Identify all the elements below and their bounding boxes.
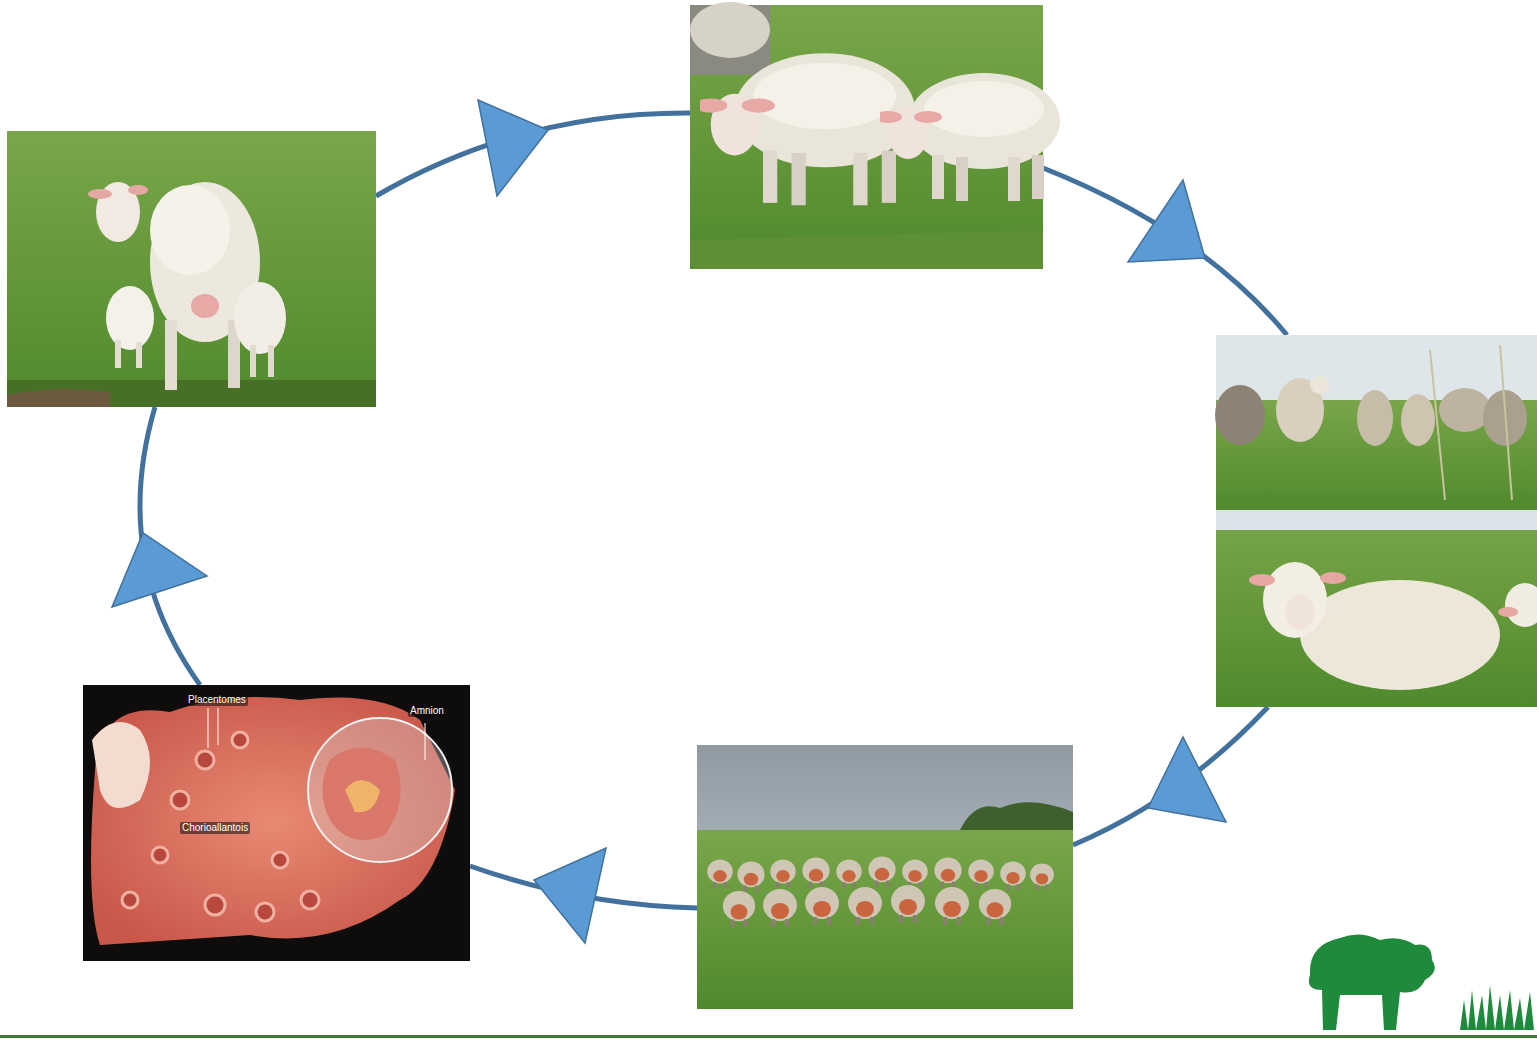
- grazing-lambs-photo: [690, 2, 1060, 269]
- marked-flock-photo-part: [902, 860, 928, 889]
- sheep-standing-photo-part: [1263, 562, 1327, 638]
- sheep-standing-photo-part: [1300, 580, 1500, 690]
- flock-grazing-photo-part: [1216, 335, 1537, 510]
- part-label: Placentomes: [186, 694, 248, 706]
- ewe-lambs-photo-part: [191, 294, 219, 318]
- sheep-logo-part: [1460, 985, 1534, 1030]
- sheep-standing-photo-part: [1286, 594, 1314, 630]
- cycle-arc: [1073, 707, 1268, 845]
- marked-flock-photo-part: [848, 887, 882, 925]
- leader-lines-part: [425, 723, 426, 760]
- flock-grazing-photo-part: [1401, 394, 1435, 446]
- placenta-photo-part-part: [122, 892, 138, 908]
- marked-flock-photo-part: [1030, 863, 1054, 890]
- flock-grazing-photo-part: [1310, 376, 1330, 394]
- placenta-photo-part-part: [301, 891, 319, 909]
- marked-flock-photo-part: [697, 745, 1073, 1009]
- ewe-lambs-photo-part: [88, 189, 112, 199]
- flock-grazing-photo-part: [1215, 385, 1265, 445]
- marked-flock-photo-part: [763, 889, 797, 927]
- placenta-photo-part-part: [232, 732, 248, 748]
- ewe-lambs-photo-part: [7, 131, 376, 407]
- ewe-lambs-photo-part: [115, 340, 121, 368]
- sheep-standing-photo-part: [1249, 574, 1275, 586]
- footer-rule: [0, 1035, 1537, 1038]
- sheep-standing-photo-part: [1498, 607, 1518, 617]
- arrow-head: [112, 533, 207, 607]
- placenta-photo-part: [91, 697, 455, 945]
- placenta-photo-part: [83, 685, 470, 961]
- flock-grazing-photo-part: [1430, 345, 1512, 500]
- grazing-lambs-photo-part: [690, 230, 1043, 269]
- marked-flock-photo-part: [1000, 862, 1026, 891]
- marked-flock-photo-part: [805, 887, 839, 925]
- placenta-photo-part: [323, 748, 401, 841]
- arrow-head: [1148, 737, 1226, 822]
- grazing-lambs-photo-part: [690, 2, 770, 58]
- marked-flock-photo-part: [723, 891, 755, 927]
- placenta-photo-part: [122, 732, 319, 921]
- placenta-photo-part: [345, 780, 380, 812]
- ewe-lambs-photo-part: [165, 320, 177, 390]
- marked-flock-photo-part: [891, 885, 925, 923]
- sheep-standing-photo-part: [1216, 510, 1537, 707]
- leader-lines-part: [208, 708, 209, 748]
- part-label: Chorioallantois: [180, 822, 250, 834]
- flock-grazing-photo-part: [1357, 390, 1393, 446]
- part-label: Amnion: [408, 705, 446, 717]
- sheep-standing-photo-part: [1216, 510, 1537, 530]
- marked-flock-photo-part: [697, 830, 1073, 1009]
- sheep-standing-photo: [1216, 510, 1537, 707]
- marked-flock-photo-part: [770, 860, 796, 889]
- placenta-photo: [83, 685, 470, 961]
- flock-grazing-photo: [1215, 335, 1537, 510]
- grazing-lambs-photo-part: [694, 53, 915, 205]
- marked-flock-photo-part: [737, 862, 764, 892]
- placenta-photo-part-part: [272, 852, 288, 868]
- leader-lines: [208, 708, 425, 760]
- ewe-lambs-photo-part: [268, 345, 274, 377]
- sheep-standing-photo-part: [1505, 583, 1537, 627]
- ewe-lambs-photo-part: [250, 345, 256, 377]
- marked-flock-photo-part: [836, 860, 862, 889]
- marked-flock-photo-part: [707, 860, 733, 889]
- placenta-photo-part: [308, 718, 452, 862]
- marked-flock-photo-part: [935, 887, 969, 925]
- placenta-photo-part-part: [152, 847, 168, 863]
- placenta-photo-part-part: [205, 895, 225, 915]
- sheep-standing-photo-part: [1320, 572, 1346, 584]
- arrow-head: [478, 100, 548, 196]
- grazing-lambs-photo-part: [874, 73, 1060, 201]
- ewe-lambs-photo-part: [7, 389, 110, 407]
- placenta-photo-part-part: [256, 903, 274, 921]
- ewe-lambs-photo-part: [106, 286, 154, 350]
- placenta-photo-part-part: [171, 791, 189, 809]
- placenta-photo-part: [92, 722, 150, 808]
- sheep-logo: [1309, 934, 1534, 1030]
- placenta-photo-part-part: [196, 751, 214, 769]
- marked-flock-photo-part: [968, 860, 994, 889]
- marked-flock-photo-part: [934, 858, 961, 888]
- flock-grazing-photo-part: [1439, 388, 1491, 432]
- marked-flock-photo-part: [802, 858, 829, 888]
- arrow-head: [1128, 180, 1205, 262]
- ewe-lambs-photo-part: [128, 185, 148, 195]
- leader-lines-part: [218, 708, 219, 745]
- ewe-lambs-photo-part: [7, 380, 376, 407]
- ewe-lambs-photo: [7, 131, 376, 407]
- marked-flock-photo: [697, 745, 1073, 1009]
- cycle-arc: [1043, 168, 1287, 335]
- marked-flock-photo-part: [960, 802, 1073, 830]
- ewe-lambs-photo-part: [136, 342, 142, 368]
- ewe-lambs-photo-part: [150, 185, 230, 275]
- marked-flock-photo-part: [868, 857, 895, 887]
- sheep-logo-part: [1309, 934, 1435, 1030]
- marked-flock-photo-part: [979, 889, 1011, 925]
- arrow-head: [534, 848, 606, 943]
- ewe-lambs-photo-part: [234, 282, 286, 354]
